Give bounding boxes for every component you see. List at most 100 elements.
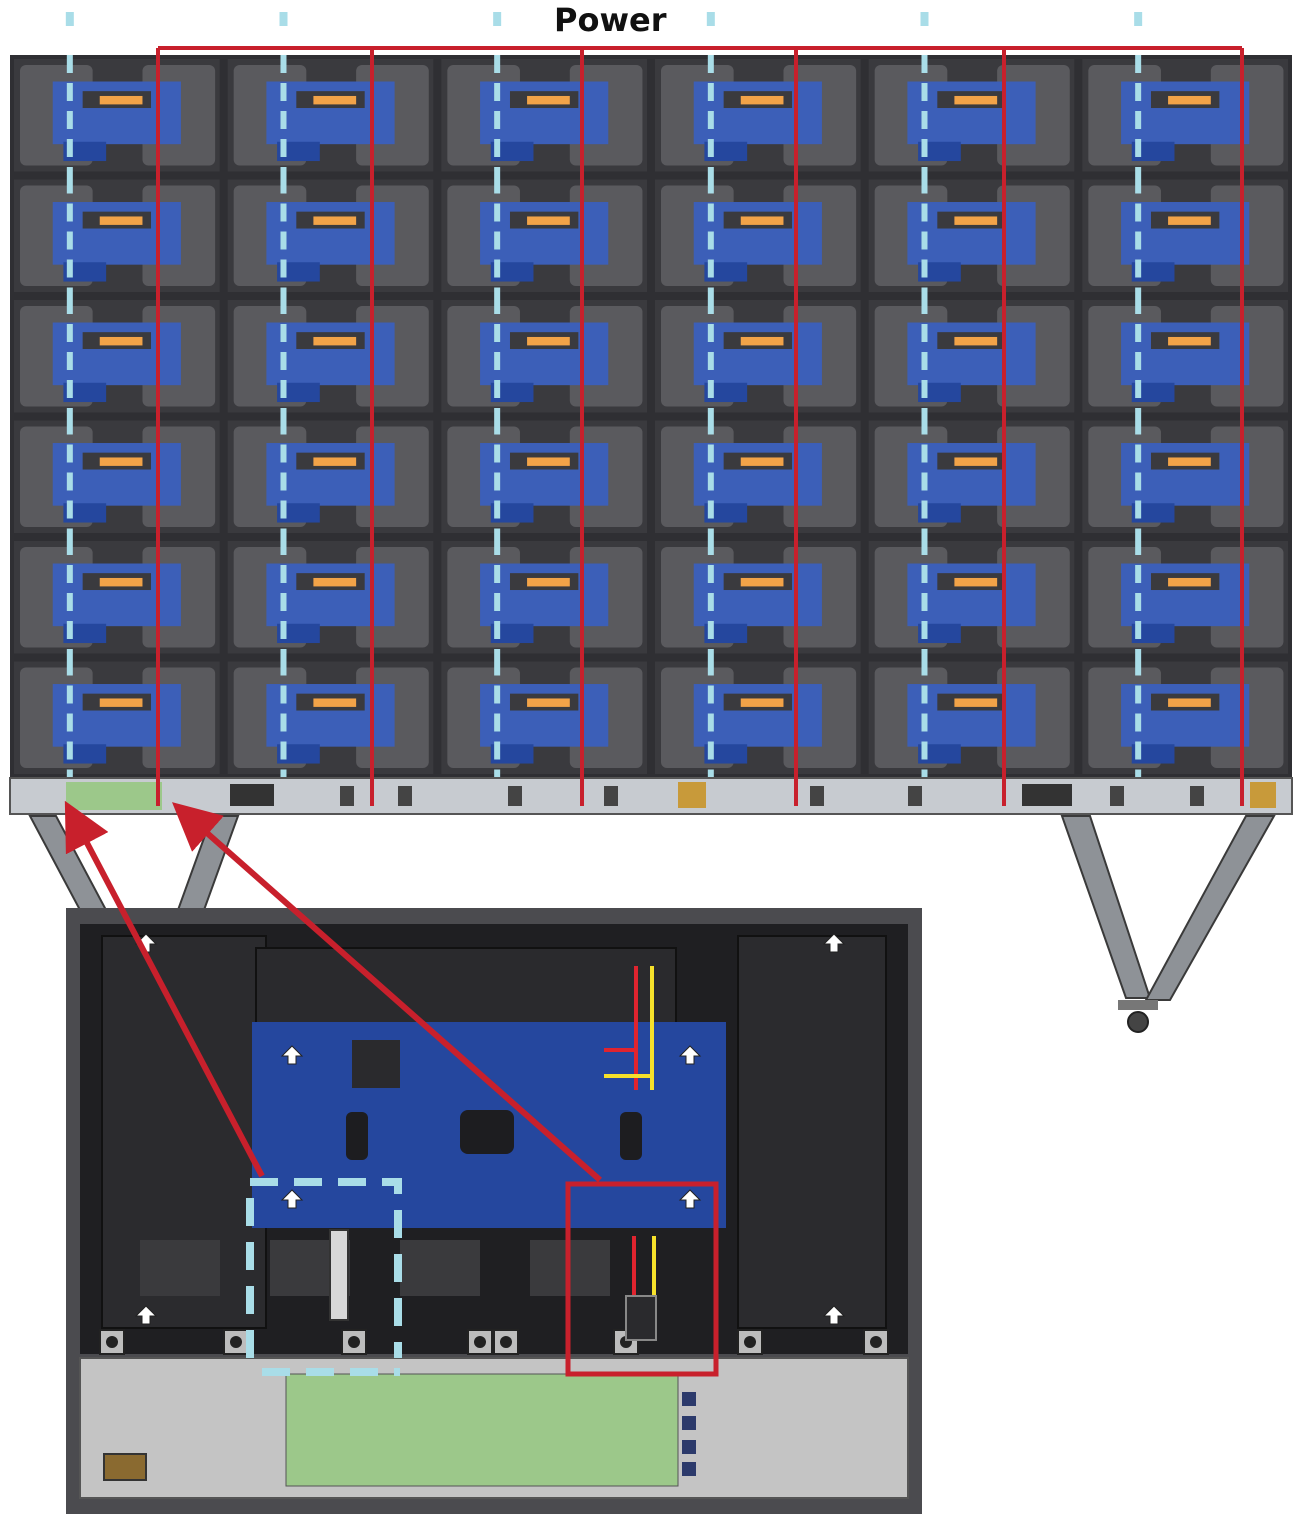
receiver-board-tab — [704, 623, 748, 644]
receiver-board-tab — [1131, 744, 1175, 764]
rail-power-inlet — [1022, 784, 1072, 806]
led-cabinet — [227, 537, 434, 658]
detail-control-pcb — [285, 1373, 679, 1487]
power-loop-lines — [156, 46, 1244, 806]
data-cable-connector — [329, 1229, 349, 1321]
power-connector — [99, 457, 143, 466]
led-cabinet — [868, 657, 1075, 778]
led-wall-rear-view — [9, 12, 1293, 815]
receiver-board-tab — [63, 623, 107, 644]
power-connector — [99, 336, 143, 346]
receiver-board-tab — [490, 141, 534, 162]
up-arrow-icon — [280, 1189, 304, 1209]
power-connector — [1168, 216, 1211, 225]
power-connector — [1168, 457, 1211, 466]
power-connector — [527, 336, 570, 346]
receiver-board-tab — [63, 262, 107, 282]
led-cabinet — [14, 55, 220, 176]
mount-screw — [467, 1329, 493, 1355]
vent-grille — [140, 1240, 220, 1296]
detail-port — [682, 1440, 696, 1454]
power-connector — [99, 577, 143, 587]
led-cabinet — [655, 537, 861, 658]
receiver-board-tab — [63, 141, 107, 162]
power-connector — [954, 457, 998, 466]
receiver-board-tab — [918, 623, 961, 644]
power-connector — [740, 457, 784, 466]
power-connector — [1168, 336, 1211, 346]
led-cabinet — [14, 537, 220, 658]
up-arrow-icon — [678, 1189, 702, 1209]
cabinet-detail-inset — [66, 908, 922, 1514]
rail-power-box — [678, 782, 706, 808]
caster-wheel — [1127, 1011, 1149, 1033]
power-connector — [740, 95, 784, 105]
power-connector — [740, 698, 784, 707]
power-connector — [99, 216, 143, 225]
led-cabinet — [868, 55, 1075, 176]
power-cable-connector — [625, 1295, 657, 1341]
receiver-board-tab — [277, 141, 320, 162]
rail-power-inlet — [230, 784, 274, 806]
board-cutout — [460, 1110, 514, 1154]
stand-leg — [1060, 815, 1152, 999]
led-cabinet — [655, 175, 861, 296]
power-connector — [527, 698, 570, 707]
detail-port — [682, 1462, 696, 1476]
led-cabinet — [868, 296, 1075, 417]
power-connector — [99, 95, 143, 105]
led-cabinet — [441, 296, 647, 417]
receiver-board-tab — [490, 262, 534, 282]
mount-screw-hole — [230, 1336, 242, 1348]
data-highlight-box — [246, 1178, 402, 1358]
led-cabinet — [441, 55, 647, 176]
callout-arrows — [64, 800, 602, 1183]
led-cabinet — [227, 657, 434, 778]
led-cabinet — [441, 175, 647, 296]
up-arrow-icon — [822, 1305, 846, 1325]
led-cabinet — [1082, 416, 1288, 537]
board-cutout — [346, 1112, 368, 1160]
power-connector — [313, 216, 357, 225]
power-connector — [954, 95, 998, 105]
rail-connector — [908, 786, 922, 806]
power-connector — [313, 336, 357, 346]
led-cabinet — [227, 296, 434, 417]
led-cabinet — [1082, 175, 1288, 296]
receiver-board-tab — [704, 382, 748, 403]
receiver-board-tab — [918, 141, 961, 162]
led-cabinet — [14, 657, 220, 778]
receiver-board-tab — [918, 262, 961, 282]
up-arrow-icon — [134, 1305, 158, 1325]
rail-connector — [398, 786, 412, 806]
mount-screw-hole — [870, 1336, 882, 1348]
power-connector — [740, 216, 784, 225]
receiver-board-tab — [490, 623, 534, 644]
receiver-board-tab — [490, 744, 534, 764]
callout-arrow — [64, 800, 265, 1178]
mount-screw-hole — [500, 1336, 512, 1348]
rail-power-box — [1250, 782, 1276, 808]
mount-screw-hole — [744, 1336, 756, 1348]
mount-screw-hole — [474, 1336, 486, 1348]
power-connector — [313, 457, 357, 466]
power-connector — [1168, 577, 1211, 587]
power-connector — [527, 95, 570, 105]
led-cabinet — [655, 416, 861, 537]
receiver-board-tab — [1131, 623, 1175, 644]
up-arrow-icon — [822, 933, 846, 953]
stand-leg — [1144, 815, 1276, 1001]
power-connector — [954, 698, 998, 707]
led-cabinet — [868, 175, 1075, 296]
callout-arrow — [172, 802, 602, 1183]
receiver-board-tab — [704, 262, 748, 282]
detail-power-socket — [103, 1453, 147, 1481]
power-connector — [954, 577, 998, 587]
receiver-board-tab — [277, 623, 320, 644]
receiver-board-tab — [704, 141, 748, 162]
power-connector — [954, 336, 998, 346]
led-cabinet — [14, 296, 220, 417]
led-cabinet — [868, 537, 1075, 658]
led-cabinet — [868, 416, 1075, 537]
